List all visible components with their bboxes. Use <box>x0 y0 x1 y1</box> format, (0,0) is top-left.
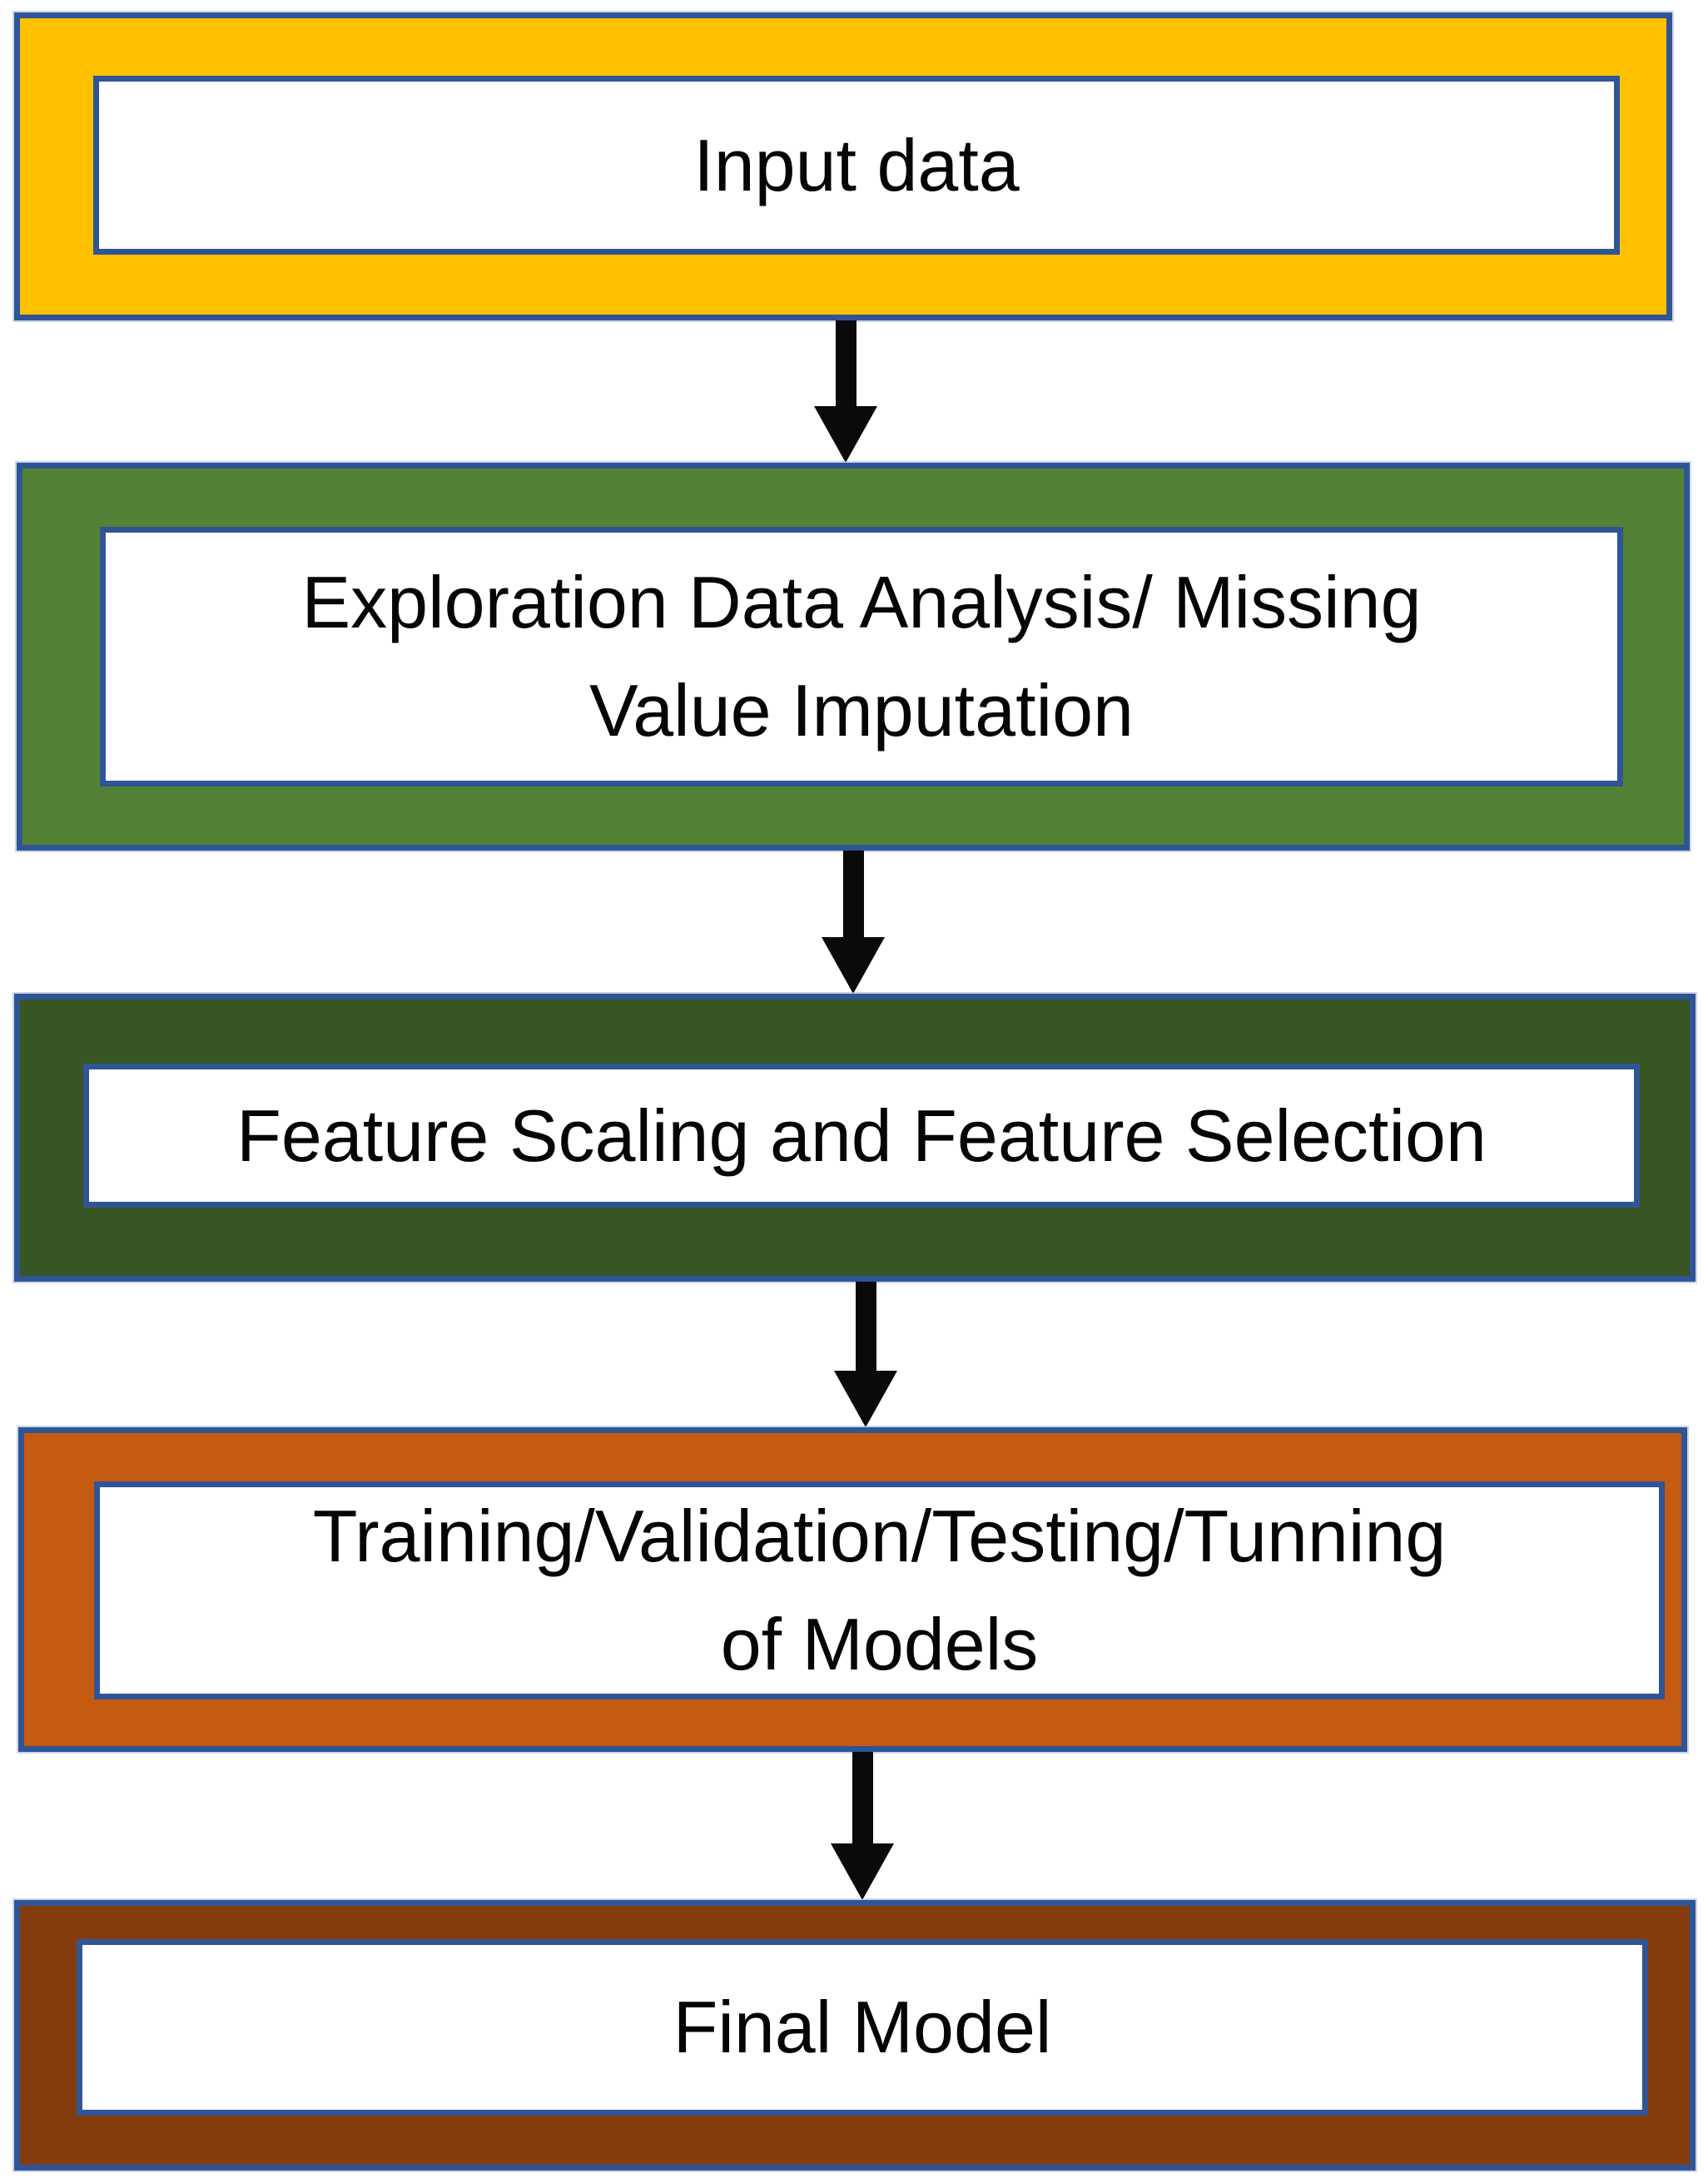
flow-step-final-model: Final Model <box>12 1898 1697 2172</box>
arrow-head <box>831 1843 894 1900</box>
down-arrow-connector <box>822 851 885 994</box>
arrow-shaft <box>842 851 864 937</box>
down-arrow-connector <box>831 1752 894 1900</box>
arrow-head <box>834 1371 897 1427</box>
step-label-panel: Input data <box>93 76 1620 255</box>
step-label: Training/Validation/Testing/Tunning of M… <box>313 1482 1447 1699</box>
arrow-head <box>822 937 885 994</box>
step-label-line: Value Imputation <box>589 669 1134 752</box>
step-label: Final Model <box>673 1973 1052 2081</box>
arrow-shaft <box>852 1752 873 1843</box>
step-label: Feature Scaling and Feature Selection <box>236 1082 1487 1190</box>
step-label-line: Final Model <box>673 1986 1052 2068</box>
step-label-panel: Feature Scaling and Feature Selection <box>83 1064 1640 1208</box>
arrow-shaft <box>855 1282 876 1371</box>
step-label-panel: Exploration Data Analysis/ Missing Value… <box>100 527 1623 786</box>
step-label-line: of Models <box>720 1603 1039 1685</box>
flow-step-input-data: Input data <box>12 11 1674 322</box>
step-label-line: Exploration Data Analysis/ Missing <box>301 561 1422 643</box>
flow-step-feature-scaling-and-selection: Feature Scaling and Feature Selection <box>12 992 1697 1283</box>
flow-step-eda-missing-value-imputation: Exploration Data Analysis/ Missing Value… <box>15 461 1691 852</box>
step-label-panel: Training/Validation/Testing/Tunning of M… <box>94 1481 1665 1699</box>
step-label-line: Feature Scaling and Feature Selection <box>236 1094 1487 1177</box>
step-label-line: Training/Validation/Testing/Tunning <box>312 1495 1447 1577</box>
down-arrow-connector <box>834 1282 897 1427</box>
step-label-line: Input data <box>693 123 1020 206</box>
step-label: Exploration Data Analysis/ Missing Value… <box>301 548 1421 765</box>
arrow-shaft <box>835 320 856 406</box>
arrow-head <box>814 406 877 463</box>
down-arrow-connector <box>814 320 877 463</box>
step-label-panel: Final Model <box>77 1939 1648 2116</box>
flow-step-model-training-validation-testing-tuning: Training/Validation/Testing/Tunning of M… <box>17 1426 1689 1754</box>
step-label: Input data <box>693 112 1019 220</box>
